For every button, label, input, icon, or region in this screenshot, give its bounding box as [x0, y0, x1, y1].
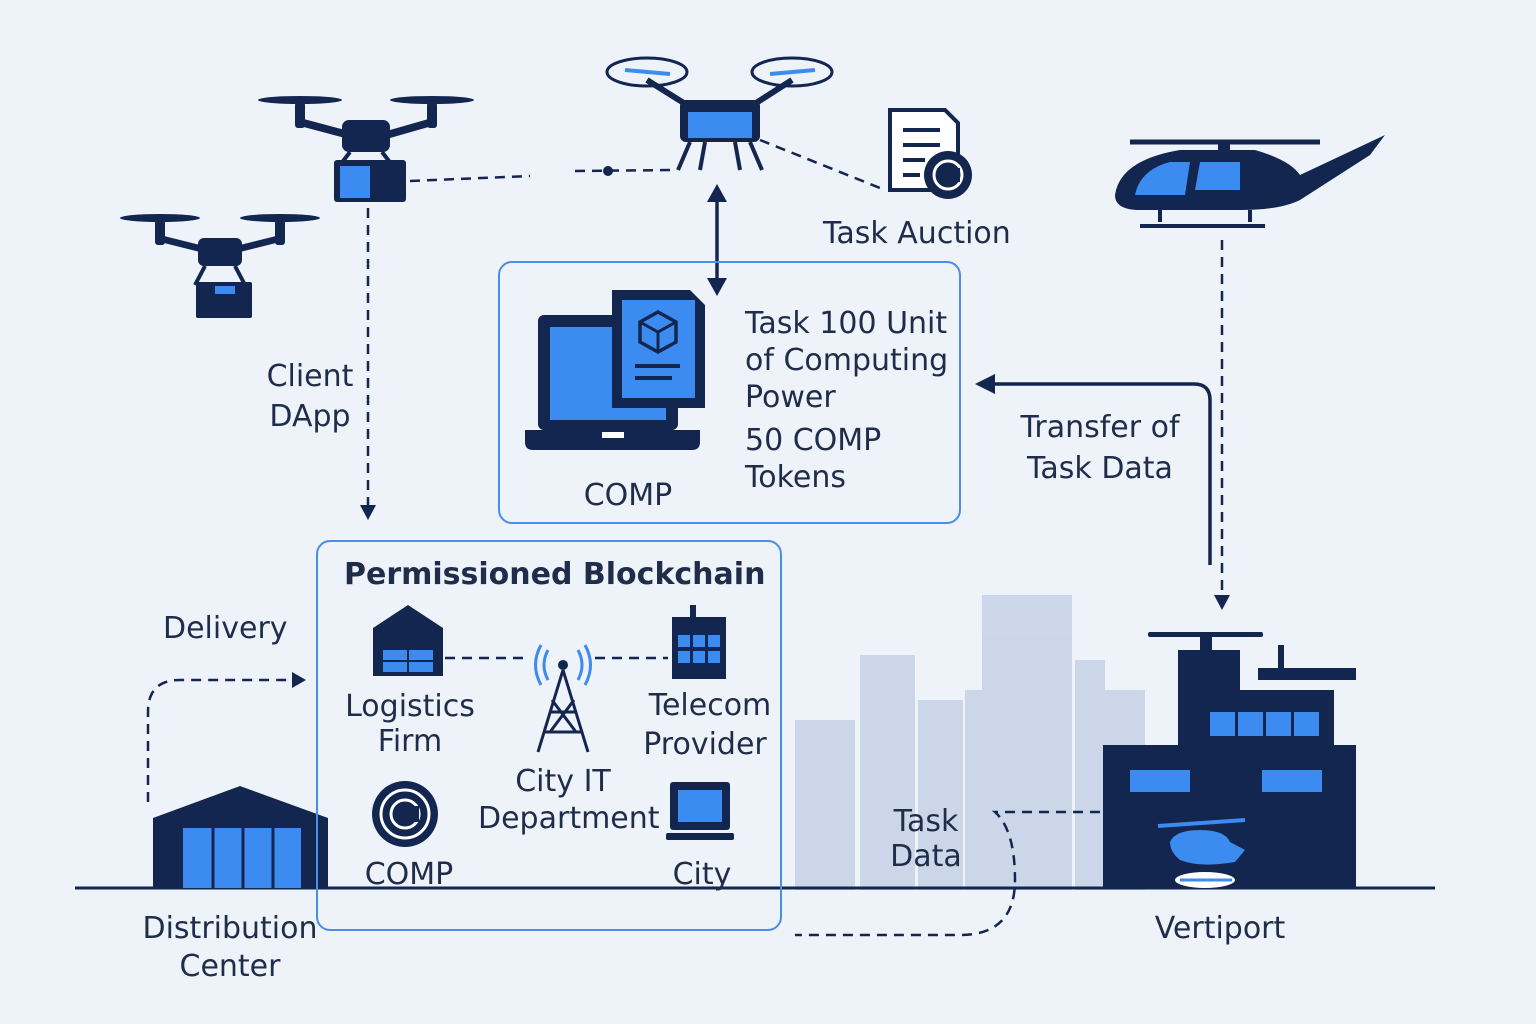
office-tower-icon — [672, 605, 726, 679]
copyright-coin-icon — [372, 781, 438, 847]
comp-label: COMP — [583, 478, 673, 513]
vertiport-label: Vertiport — [1154, 911, 1286, 946]
task-auction-label: Task Auction — [823, 216, 1011, 251]
quadcopter-drone-icon — [120, 214, 320, 318]
task-data-label-1: Task — [893, 804, 959, 839]
monitor-icon — [666, 782, 734, 840]
telecom-label-2: Provider — [643, 727, 767, 762]
auction-document-icon — [888, 108, 972, 199]
distribution-label-2: Center — [179, 949, 281, 984]
transfer-label-2: Task Data — [1027, 451, 1173, 486]
link-node-dot — [603, 166, 613, 176]
delivery-arrow — [146, 678, 295, 802]
helicopter-icon — [1115, 135, 1385, 228]
transfer-label-1: Transfer of — [1020, 410, 1180, 445]
comp-task-line-3: Power — [745, 380, 836, 415]
auction-link-line — [759, 138, 886, 192]
cargo-drone-icon — [258, 96, 474, 202]
client-dapp-label-2: DApp — [269, 399, 351, 434]
drone-link-line-2 — [574, 168, 676, 173]
logistics-label-2: Firm — [377, 724, 443, 759]
city-it-label-1: City IT — [515, 764, 611, 799]
city-label: City — [672, 857, 732, 892]
transfer-task-data-arrow — [995, 382, 1212, 565]
comp-tokens-line-2: Tokens — [745, 460, 846, 495]
blockchain-comp-label: COMP — [364, 857, 454, 892]
blockchain-title: Permissioned Blockchain — [344, 557, 766, 592]
task-data-label-2: Data — [890, 839, 962, 874]
token-contract-icon — [612, 290, 705, 408]
city-it-label-2: Department — [478, 801, 660, 836]
warehouse-icon — [153, 786, 328, 888]
comp-task-line-2: of Computing — [745, 343, 949, 378]
skyline-icon — [795, 595, 1145, 890]
drone-link-line — [409, 174, 531, 183]
comp-tokens-line-1: 50 COMP — [745, 423, 882, 458]
telecom-label-1: Telecom — [648, 688, 772, 723]
distribution-label-1: Distribution — [142, 911, 318, 946]
client-dapp-label-1: Client — [266, 359, 354, 394]
delivery-label: Delivery — [163, 611, 288, 646]
logistics-label-1: Logistics — [345, 689, 475, 724]
task-data-path — [795, 810, 1100, 937]
warehouse-icon — [373, 605, 443, 676]
permissioned-blockchain-box — [316, 540, 782, 931]
comp-task-box — [498, 261, 961, 524]
radio-tower-icon — [534, 644, 592, 753]
quadcopter-drone-icon — [605, 56, 834, 171]
vertiport-building-icon — [1103, 632, 1356, 888]
comp-task-line-1: Task 100 Unit — [745, 306, 948, 341]
